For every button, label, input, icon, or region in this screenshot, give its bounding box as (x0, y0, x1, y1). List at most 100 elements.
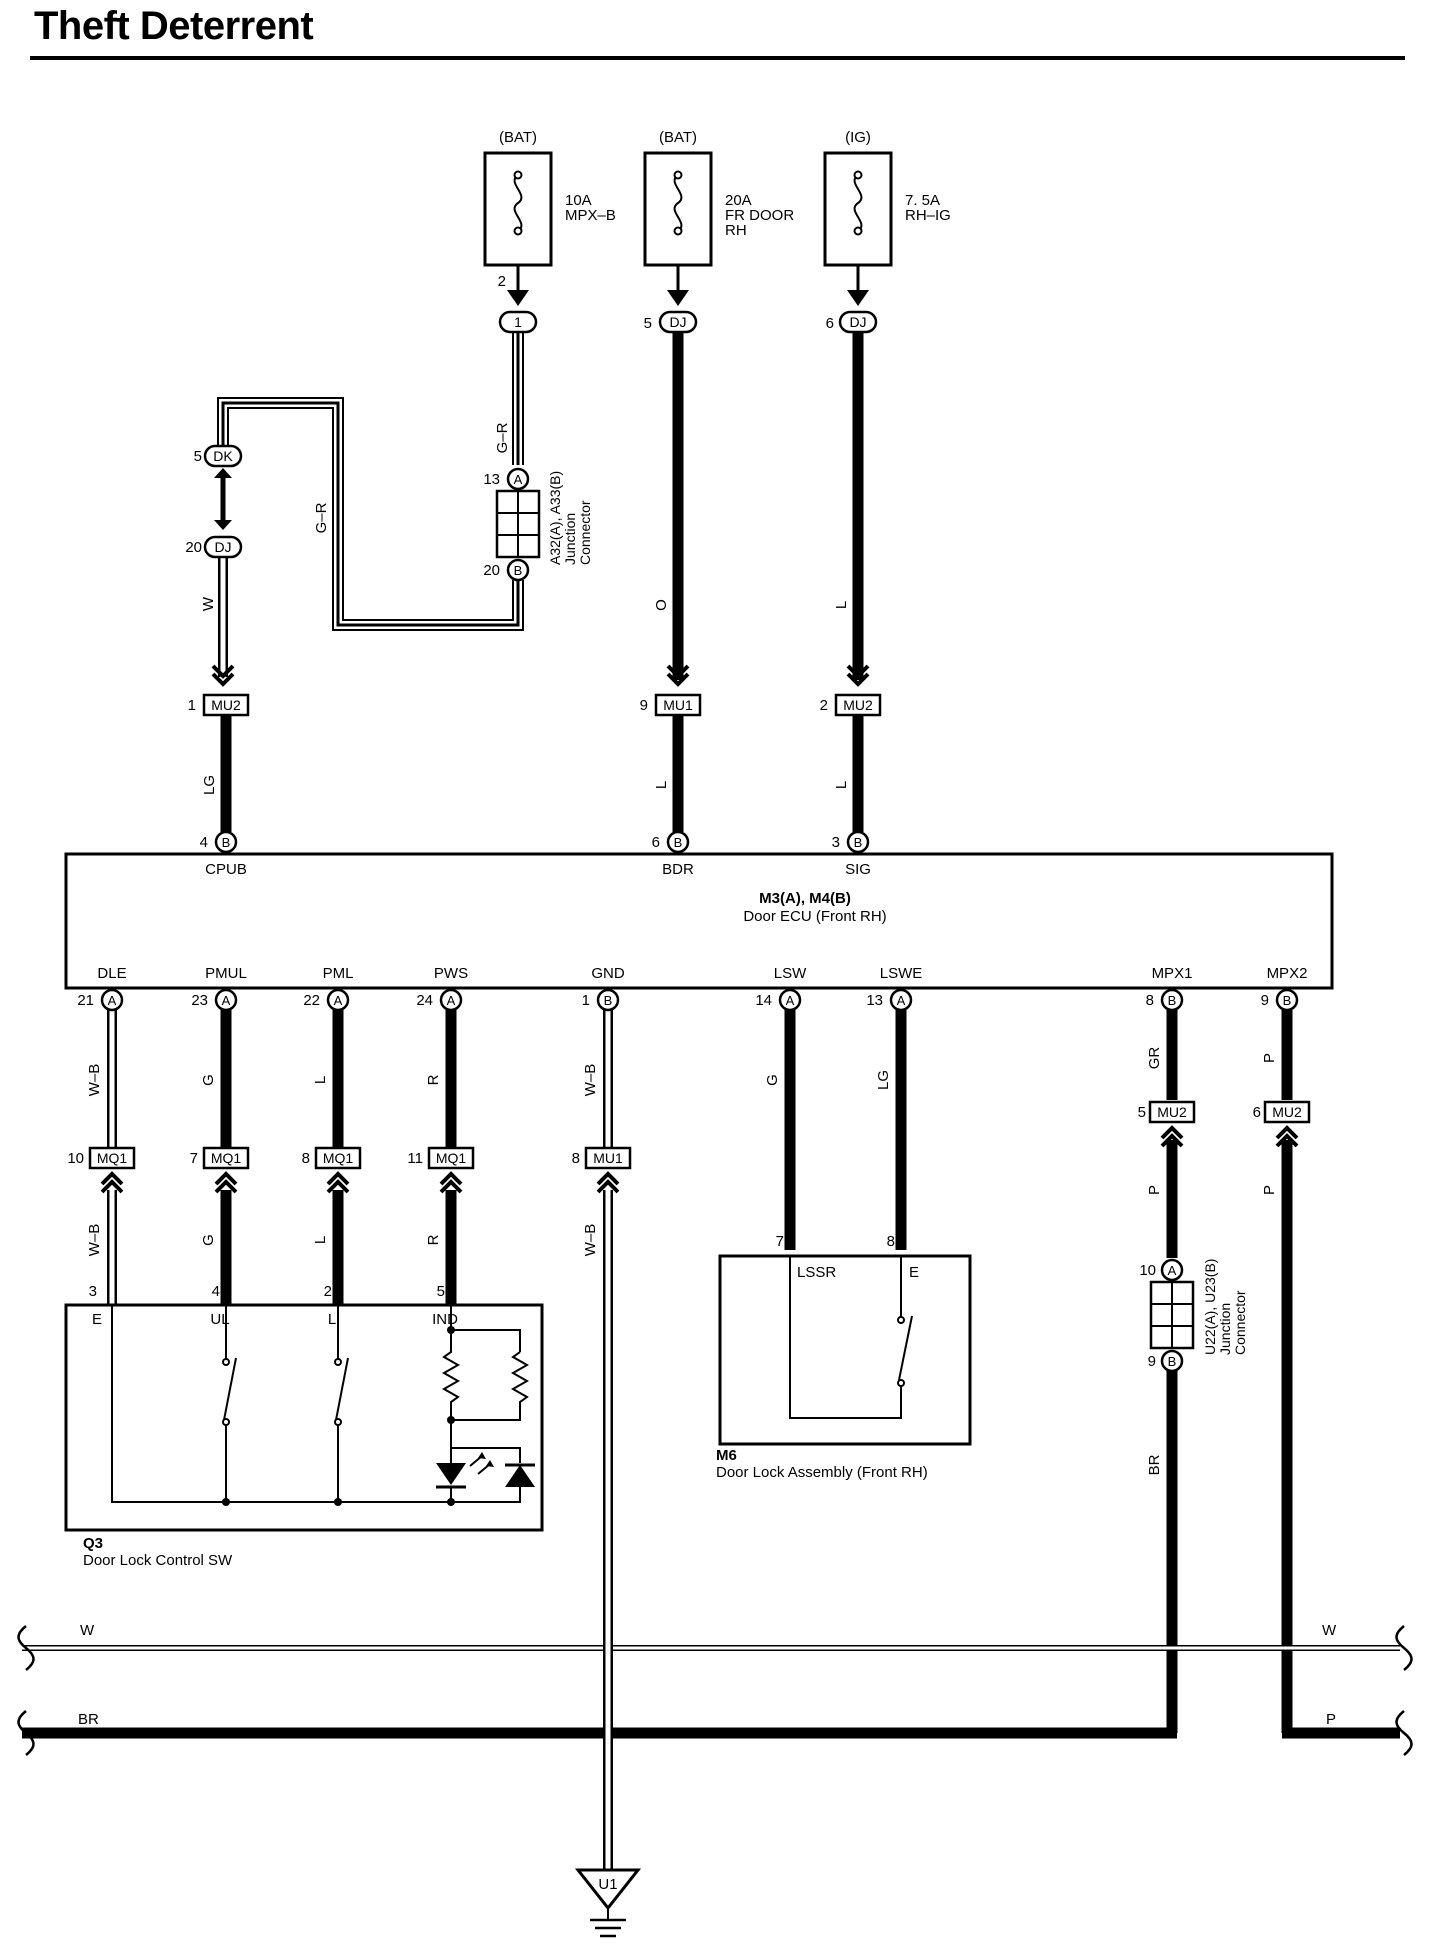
junction-u23-b (1160, 1349, 1184, 1373)
connector-dj-20-label: DJ (214, 539, 231, 555)
ecu-pin-bdr (666, 830, 690, 854)
pin-number: 6 (826, 315, 834, 332)
chevron-up-icon (439, 1171, 463, 1186)
ecu-desc: Door ECU (Front RH) (743, 908, 886, 925)
connector-mu2-5-label: MU2 (1157, 1104, 1187, 1120)
chevron-up-icon (100, 1171, 124, 1186)
fuse-rating-label: 7. 5A (905, 192, 940, 209)
wire-color-label: O (653, 599, 670, 611)
connector-dj-20 (203, 535, 243, 559)
q3-pin-number: 5 (437, 1283, 445, 1300)
ecu-pin-sig-label: B (854, 835, 863, 850)
chevron-down-icon (666, 672, 690, 687)
fuse-box (483, 151, 553, 267)
led-icon (436, 1463, 466, 1485)
wire-color-label: P (1261, 1053, 1278, 1063)
fuse-rating-label: 20A (725, 192, 752, 209)
connector-dj-6 (838, 310, 878, 334)
pin-number: 2 (820, 697, 828, 714)
ecu-bottom-pin-label: A (447, 993, 456, 1008)
fuse-rating-label: RH (725, 222, 747, 239)
ground-label: U1 (598, 1876, 617, 1893)
connector-mu2-1 (202, 693, 250, 717)
diode-return (451, 1487, 521, 1503)
connector-mq1 (88, 1146, 136, 1170)
connector-mu2-6-label: MU2 (1272, 1104, 1302, 1120)
ecu-pin-cpub (214, 830, 238, 854)
connector-mq1-label: MQ1 (211, 1150, 242, 1166)
junction-label: Connector (577, 500, 593, 565)
ecu-bottom-pin-label: A (786, 993, 795, 1008)
ecu-bottom-pin-label: MPX2 (1267, 965, 1308, 982)
junction-dot (447, 1498, 455, 1506)
chevron-up-icon (214, 1171, 238, 1186)
fuse-element (513, 174, 523, 232)
ecu-bottom-pin-label: B (1283, 993, 1292, 1008)
fuse-terminal (853, 170, 863, 180)
switch-contact (334, 1418, 342, 1426)
junction-dot (334, 1498, 342, 1506)
wire-color-label: P (1146, 1185, 1163, 1195)
fuse-source-label: (BAT) (499, 129, 537, 146)
m6-pin-number: 8 (887, 1233, 895, 1250)
pin-number: 3 (832, 834, 840, 851)
chevron-up-icon (326, 1171, 350, 1186)
connector-mq1 (202, 1146, 250, 1170)
chevron-up-icon (1160, 1133, 1184, 1148)
pin-number: 8 (302, 1150, 310, 1167)
arrow-head (214, 468, 232, 478)
connector-mu2-2-label: MU2 (843, 697, 873, 713)
connector-mq1 (314, 1146, 362, 1170)
junction-u23-b-label: B (1168, 1354, 1177, 1369)
pin-number: 20 (185, 539, 202, 556)
wire-color-label: LG (201, 775, 218, 795)
fuse-element (673, 174, 683, 232)
ecu-pin-bdr-label: B (674, 835, 683, 850)
bus-label: W (80, 1622, 95, 1639)
wire-color-label: L (833, 601, 850, 609)
break-mark (17, 1710, 35, 1756)
bus-label: P (1326, 1711, 1336, 1728)
pin-number: 8 (572, 1150, 580, 1167)
connector-mu2-2 (834, 693, 882, 717)
fuse-rating-label: FR DOOR (725, 207, 794, 224)
pin-number: 14 (755, 992, 772, 1009)
wire-color-label: L (653, 781, 670, 789)
chevron-down-icon (846, 664, 870, 679)
ecu-bottom-pin-label: B (604, 993, 613, 1008)
q3-desc: Door Lock Control SW (83, 1552, 233, 1569)
chevron-up-icon (439, 1179, 463, 1194)
wire-color-label: L (312, 1076, 329, 1084)
led-ray-tip (478, 1452, 486, 1459)
ecu-pin-cpub-label: B (222, 835, 231, 850)
wire-color-label: W–B (86, 1224, 103, 1257)
wire-color-label: R (425, 1234, 442, 1245)
pin-number: 1 (188, 697, 196, 714)
bus-label: BR (78, 1711, 99, 1728)
wire-color-label: G (200, 1234, 217, 1246)
switch-contact (222, 1358, 230, 1366)
pin-number: 13 (483, 471, 500, 488)
connector-mu2-6 (1263, 1100, 1311, 1124)
chevron-down-icon (211, 672, 235, 687)
chevron-down-icon (666, 664, 690, 679)
ecu-bottom-pin-label: LSW (774, 965, 807, 982)
wire-color-label: G–R (494, 422, 511, 453)
resistor-icon (441, 1330, 461, 1420)
ecu-bottom-pin (326, 988, 350, 1012)
switch-contact (334, 1358, 342, 1366)
pin-number: 5 (644, 315, 652, 332)
fuse-terminal (853, 226, 863, 236)
connector-mu1-9 (654, 693, 702, 717)
wire-color-label: LG (875, 1070, 892, 1090)
connector-dk (203, 444, 243, 468)
switch-blade (335, 1357, 349, 1421)
junction-label: A32(A), A33(B) (547, 471, 563, 565)
ground-triangle (574, 1868, 642, 1911)
ecu-bottom-pin-label: GND (591, 965, 625, 982)
pin-number: 6 (652, 834, 660, 851)
door-ecu-box (64, 852, 1334, 990)
pin-number: 5 (194, 448, 202, 465)
